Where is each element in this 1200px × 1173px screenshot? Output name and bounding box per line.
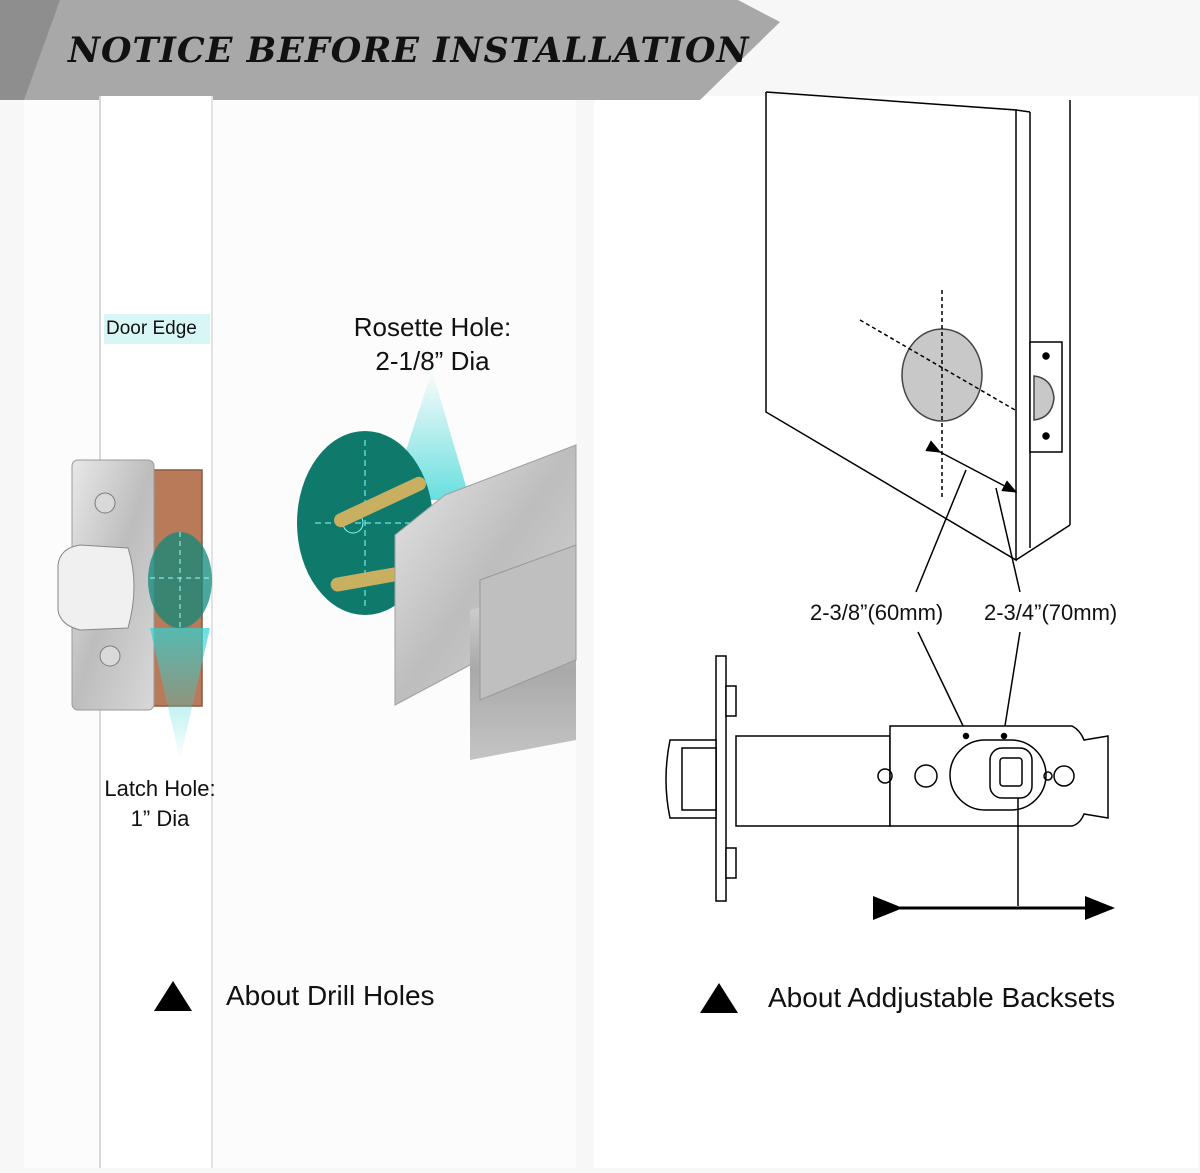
backset-60-label: 2-3/8”(60mm) — [810, 600, 944, 625]
backsets-caption-text: About Addjustable Backsets — [768, 982, 1116, 1013]
rosette-label-line2: 2-1/8” Dia — [375, 346, 490, 376]
banner-ribbon — [0, 0, 780, 100]
triangle-icon — [700, 983, 738, 1013]
banner-title: NOTICE BEFORE INSTALLATION — [68, 30, 750, 71]
latch-label-line2: 1” Dia — [130, 806, 190, 831]
backset-70-label: 2-3/4”(70mm) — [984, 600, 1118, 625]
backsets-panel — [594, 96, 1198, 1168]
latch-assembly — [57, 459, 212, 760]
rosette-label-line1: Rosette Hole: — [353, 312, 512, 342]
triangle-icon — [154, 981, 192, 1011]
backsets-caption: About Addjustable Backsets — [700, 982, 1115, 1014]
latch-label: Latch Hole: 1” Dia — [88, 774, 232, 834]
drill-holes-caption: About Drill Holes — [154, 980, 435, 1012]
door-diagram — [765, 91, 1071, 593]
latch-diagram — [665, 631, 1115, 920]
rosette-label: Rosette Hole: 2-1/8” Dia — [330, 310, 535, 378]
drill-holes-caption-text: About Drill Holes — [226, 980, 435, 1011]
latch-label-line1: Latch Hole: — [104, 776, 216, 801]
rosette-lever — [297, 370, 577, 760]
door-edge-label: Door Edge — [106, 318, 197, 339]
